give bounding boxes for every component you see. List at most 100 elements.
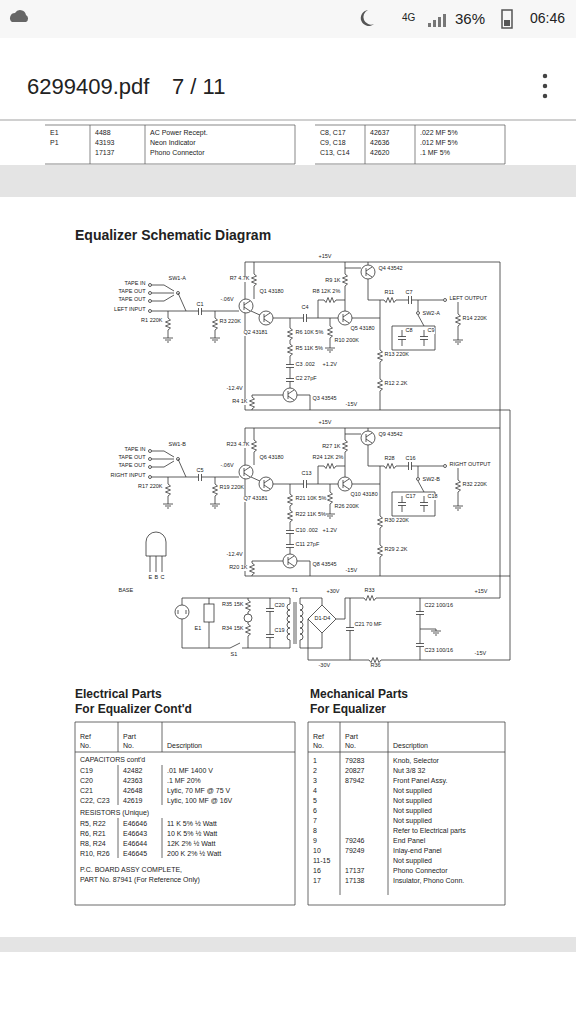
part-label: C7: [405, 290, 413, 296]
part-label: -.06V: [220, 463, 234, 469]
printed-text: 17137: [345, 867, 364, 874]
printed-text: 9: [313, 837, 317, 844]
printed-text: 79249: [345, 847, 364, 854]
transistor-symbol: [259, 311, 273, 325]
part-label: R20 1K: [229, 565, 248, 571]
wire-gap: [457, 314, 460, 326]
printed-text: Mechanical Parts: [310, 688, 408, 700]
printed-text: 17: [313, 877, 321, 884]
wire-gap: [247, 600, 250, 612]
resistor-symbol: [246, 600, 251, 612]
printed-text: E46643: [123, 830, 147, 837]
status-bar: [0, 0, 576, 38]
printed-text: Electrical Parts: [75, 688, 162, 700]
power-supply-wires: [178, 262, 510, 660]
wire-gap: [289, 344, 292, 356]
capacitor-symbol: [398, 337, 406, 340]
printed-text: Description: [393, 742, 428, 749]
part-label: +15V: [318, 420, 332, 426]
wire-gap: [364, 597, 376, 600]
previous-page: [0, 121, 576, 165]
part-label: SW2-B: [422, 477, 440, 483]
part-label: TAPE IN: [124, 447, 146, 453]
part-label: R14 220K: [462, 316, 487, 322]
channel-wires: [152, 262, 501, 410]
part-label: C23 100/16: [424, 648, 453, 654]
part-label: Q3 43545: [312, 396, 337, 402]
part-label: C21 70 MF: [354, 622, 382, 628]
part-label: -12.4V: [226, 386, 243, 392]
printed-text: 17138: [345, 877, 364, 884]
wire-gap: [349, 628, 352, 631]
printed-text: Not supplied: [393, 797, 432, 804]
printed-text: C9, C18: [320, 139, 346, 146]
part-label: -15V: [345, 402, 358, 408]
printed-text: 3: [313, 777, 317, 784]
printed-text: 16: [313, 867, 321, 874]
printed-text: 42363: [123, 777, 142, 784]
ac-receptacle: [204, 604, 214, 622]
part-label: C4: [301, 305, 309, 311]
printed-text: 5: [313, 797, 317, 804]
printed-text: 36%: [455, 11, 485, 26]
part-label: R33: [364, 588, 375, 594]
part-label: R32 220K: [462, 482, 487, 488]
wire-gap: [409, 299, 412, 302]
printed-text: Knob, Selector: [393, 757, 439, 764]
part-label: S1: [230, 652, 238, 658]
printed-text: 42482: [123, 767, 142, 774]
moon-icon: [361, 10, 374, 26]
printed-text: 87942: [345, 777, 364, 784]
next-page: [0, 952, 576, 1024]
wire-gap: [401, 337, 404, 340]
capacitor-symbol: [266, 635, 274, 638]
transistor-pinout: [146, 532, 166, 572]
printed-text: Ref: [313, 733, 324, 740]
part-label: T1: [291, 588, 298, 594]
printed-text: For Equalizer: [310, 703, 386, 715]
capacitor-symbol: [409, 296, 412, 304]
part-label: R17 220K: [138, 484, 163, 490]
printed-text: Phono Connector: [150, 149, 204, 156]
resistor-symbol: [288, 328, 293, 340]
part-label: R27 1K: [322, 444, 341, 450]
part-label: +15V: [474, 589, 488, 595]
wire-gap: [369, 659, 381, 662]
printed-text: E1: [50, 129, 59, 136]
part-label: R3 220K: [219, 319, 241, 325]
printed-text: E46645: [123, 850, 147, 857]
printed-text: Not supplied: [393, 807, 432, 814]
part-label: R6 10K 5%: [295, 330, 324, 336]
neon-indicator: [244, 614, 252, 622]
capacitor-symbol: [420, 337, 428, 340]
part-label: Q4 43542: [378, 266, 403, 272]
part-label: Q9 43542: [378, 432, 403, 438]
part-label: SW1-A: [168, 276, 186, 282]
wire-gap: [289, 365, 292, 368]
capacitor-symbol: [416, 612, 424, 615]
printed-text: 06:46: [530, 11, 565, 25]
part-label: R13 220K: [384, 352, 409, 358]
capacitor-symbol: [346, 628, 354, 631]
wire-gap: [251, 397, 254, 409]
part-label: +15V: [318, 254, 332, 260]
printed-text: P1: [50, 139, 59, 146]
part-label: BASE: [118, 588, 134, 594]
transistor-symbol: [338, 311, 352, 325]
printed-text: 42636: [370, 139, 389, 146]
printed-text: Insulator, Phono Conn.: [393, 877, 464, 884]
part-label: E1: [194, 626, 202, 632]
printed-text: Inlay-end Panel: [393, 847, 442, 854]
part-label: -15V: [474, 651, 487, 657]
part-label: C10 .002: [295, 528, 318, 534]
part-label: R30 220K: [384, 518, 409, 524]
transistor-symbol: [239, 299, 253, 313]
wire-gap: [329, 326, 332, 338]
transistor-symbol: [283, 388, 297, 402]
resistor-symbol: [246, 624, 251, 636]
printed-text: E46644: [123, 840, 147, 847]
part-label: TAPE OUT: [118, 455, 146, 461]
transformer-winding: [287, 598, 290, 648]
part-label: Q10 43180: [350, 492, 378, 498]
part-label: R8 12K 2%: [312, 289, 341, 295]
